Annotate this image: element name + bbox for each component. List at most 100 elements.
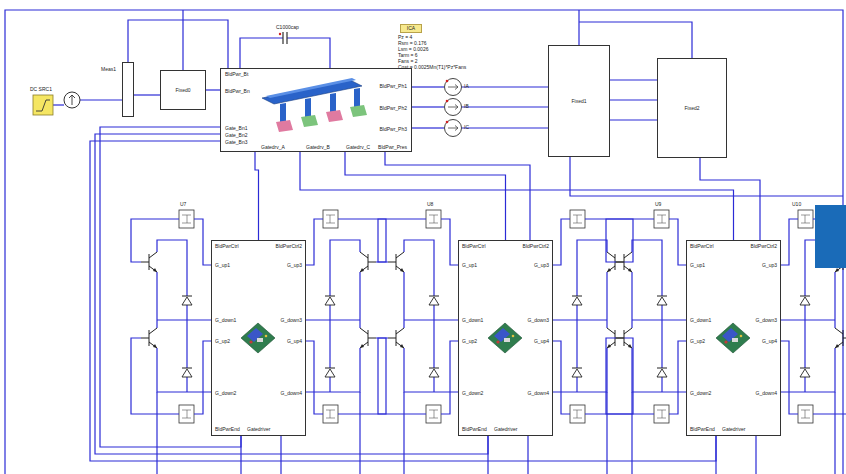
pin-label: G_up2 (462, 339, 477, 344)
polarity-dot (446, 80, 449, 83)
wire (412, 86, 444, 87)
current-meter: IB (444, 98, 462, 116)
pin-label: BldPwrCtrl (690, 244, 714, 249)
pin-label: BldPwrCtrl2 (751, 244, 777, 249)
pin-label: Gate_Bn1 (225, 126, 248, 131)
pin-label: BldPwr_Ph2 (379, 106, 407, 111)
meter-outline (445, 79, 462, 96)
part-name: C1000cap (276, 25, 299, 30)
part-number: U7 (180, 202, 186, 207)
pin-label: G_up4 (762, 339, 777, 344)
block-name: ICA (407, 26, 415, 31)
pin-label: G_down1 (215, 318, 236, 323)
pin-label: G_up1 (215, 263, 230, 268)
pin-label: G_down3 (528, 318, 549, 323)
pin-label: BldPwr_Pres (378, 145, 407, 150)
parameter-note: Lsm = 0.0026 (398, 47, 428, 52)
pin-label: IA (464, 84, 469, 89)
pin-label: BldPwrCtrl2 (523, 244, 549, 249)
parameter-note: Pz = 4 (398, 35, 412, 40)
pin-label: Gatedriver (722, 427, 745, 432)
function-block: Fixed0 (160, 70, 206, 110)
block-name: Fixed2 (684, 106, 699, 111)
meter-circle (444, 98, 462, 116)
pin-label: G_down1 (462, 318, 483, 323)
polarity-dot (446, 100, 449, 103)
pin-label: Gatedriver (494, 427, 517, 432)
parameter-note: Fans = 2 (398, 59, 418, 64)
current-meter: IA (444, 78, 462, 96)
block-name: Fixed1 (571, 99, 586, 104)
meter-arrow (448, 126, 458, 131)
meter-outline (445, 120, 462, 137)
parameter-note: Rsm = 0.176 (398, 41, 427, 46)
wire (345, 152, 506, 240)
pin-label: G_up4 (534, 339, 549, 344)
pin-label: Meas1 (101, 67, 116, 72)
pin-label: BldPwr_Ph1 (379, 84, 407, 89)
wire (462, 106, 548, 107)
current-meter: IC (444, 119, 462, 137)
pin-label: BldPwr_Bt (225, 72, 248, 77)
pin-label: BldPwr_Ph3 (379, 127, 407, 132)
pin-label: BldPwrCtrl2 (276, 244, 302, 249)
gate-driver-board: BldPwrCtrlBldPwrCtrl2G_up1G_down1G_up2G_… (211, 240, 306, 436)
pin-label: BldPwr_Bn (225, 89, 250, 94)
meter-circle (444, 119, 462, 137)
wire (412, 127, 444, 128)
pin-label: G_up3 (287, 263, 302, 268)
pin-label: G_down2 (690, 391, 711, 396)
polarity-dot (446, 121, 449, 124)
pin-label: Gate_Bn2 (225, 133, 248, 138)
pin-label: G_up1 (462, 263, 477, 268)
pin-label: Gatedrv_B (306, 145, 330, 150)
gate-driver-board: BldPwrCtrlBldPwrCtrl2G_up1G_down1G_up2G_… (686, 240, 781, 436)
gate-driver-board: BldPwrCtrlBldPwrCtrl2G_up1G_down1G_up2G_… (458, 240, 553, 436)
inverter-block: BldPwr_BtBldPwr_BnGate_Bn1Gate_Bn2Gate_B… (220, 68, 412, 152)
meter-outline (445, 99, 462, 116)
function-block: Fixed1 (548, 45, 610, 157)
part-number: U8 (427, 202, 433, 207)
meter-arrow (448, 85, 458, 90)
wire (462, 127, 548, 128)
sensor-box: Meas1 (122, 62, 134, 117)
pin-label: BldPwrEnd (690, 427, 715, 432)
pin-label: G_down4 (528, 391, 549, 396)
pin-label: G_down2 (215, 391, 236, 396)
pin-label: G_down2 (462, 391, 483, 396)
part-number: U10 (792, 202, 801, 207)
pin-label: G_down3 (756, 318, 777, 323)
pin-label: G_up1 (690, 263, 705, 268)
pin-label: BldPwrEnd (215, 427, 240, 432)
parameter-tag: ICA (400, 24, 422, 33)
pin-label: G_down4 (281, 391, 302, 396)
pin-label: G_up3 (534, 263, 549, 268)
wire (134, 94, 160, 95)
pin-label: G_up2 (215, 339, 230, 344)
pin-label: Gate_Bn3 (225, 140, 248, 145)
part-number: U9 (655, 202, 661, 207)
wire (462, 86, 548, 87)
part-name: DC SRC1 (30, 87, 52, 92)
pin-label: Gatedrv_C (346, 145, 370, 150)
wire (610, 99, 657, 100)
pin-label: IB (464, 104, 469, 109)
pin-label: G_up3 (762, 263, 777, 268)
pin-label: Gatedrv_A (261, 145, 285, 150)
pin-label: IC (464, 125, 469, 130)
wire (206, 89, 220, 90)
wire (255, 152, 259, 240)
wire (300, 152, 734, 240)
parameter-note: Tarm = 6 (398, 53, 418, 58)
pin-label: BldPwrCtrl (215, 244, 239, 249)
function-block: Fixed2 (657, 58, 727, 158)
wire (412, 106, 444, 107)
meter-circle (444, 78, 462, 96)
pin-label: G_down3 (281, 318, 302, 323)
pin-label: G_up2 (690, 339, 705, 344)
parameter-note: Cost = 0.0025Mn(T1)*Pz*Fans (398, 65, 466, 70)
pin-label: G_down4 (756, 391, 777, 396)
block-name: Fixed0 (175, 88, 190, 93)
pin-label: G_up4 (287, 339, 302, 344)
pin-label: G_down1 (690, 318, 711, 323)
